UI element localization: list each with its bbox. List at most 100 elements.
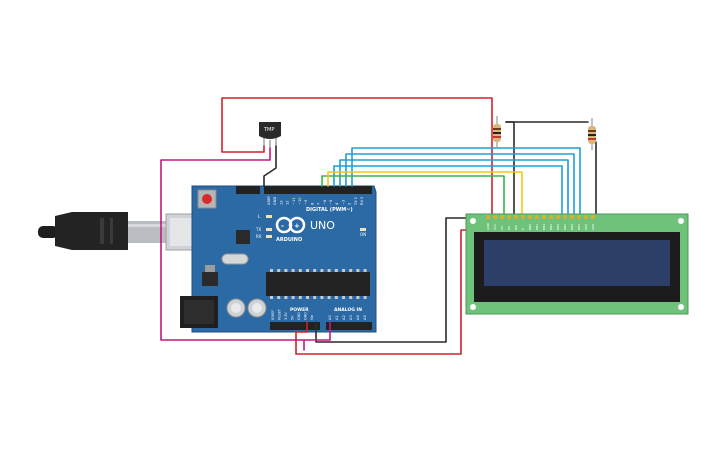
usb-cable[interactable]	[38, 212, 207, 251]
wire-red[interactable]	[221, 97, 493, 217]
lcd-pin[interactable]	[563, 215, 567, 219]
lcd-pin[interactable]	[486, 215, 490, 219]
lcd-pin[interactable]	[507, 215, 511, 219]
wire-black[interactable]	[505, 121, 515, 217]
wire-magenta[interactable]	[160, 147, 305, 341]
lcd-screen	[484, 240, 670, 286]
lcd-pin[interactable]	[528, 215, 532, 219]
lcd-pin[interactable]	[514, 215, 518, 219]
lcd-pin[interactable]	[570, 215, 574, 219]
resistor[interactable]	[588, 118, 596, 150]
analog-header[interactable]	[326, 322, 372, 330]
lcd-pin[interactable]	[521, 215, 525, 219]
chip-pin	[270, 269, 273, 272]
wire-magenta[interactable]	[303, 321, 331, 351]
digital-pin-label: ~10	[298, 197, 302, 205]
lcd-pin[interactable]	[535, 215, 539, 219]
chip-pin	[313, 296, 317, 299]
crystal	[221, 253, 249, 265]
chip-pin	[284, 296, 288, 299]
chip-pin	[363, 269, 367, 272]
digital-pin-label: 13	[279, 200, 283, 205]
chip-pin	[342, 269, 345, 272]
lcd-pin[interactable]	[577, 215, 581, 219]
digital-pin-label: TX 1	[354, 197, 358, 206]
chip-pin	[320, 269, 324, 272]
wire-blue[interactable]	[351, 147, 581, 217]
lcd-pin[interactable]	[549, 215, 553, 219]
analog-pin-label: A3	[349, 315, 353, 320]
digital-pin-label: ~3	[341, 200, 345, 205]
led-on-label: ON	[360, 232, 366, 237]
lcd-pin-label: RW	[514, 225, 518, 230]
lcd-pin-label: DB7	[577, 224, 581, 230]
wire-green[interactable]	[321, 175, 505, 217]
chip-pin	[334, 269, 338, 272]
lcd-pin[interactable]	[556, 215, 560, 219]
chip-pin	[277, 296, 281, 299]
digital-pin-label: RX 0	[360, 196, 364, 205]
analog-pin-label: A2	[342, 315, 346, 320]
lcd-pin-label: DB4	[556, 224, 560, 230]
lcd-pin[interactable]	[500, 215, 504, 219]
analog-pin-label: A1	[335, 315, 339, 320]
chip-pin	[349, 296, 353, 299]
lcd-pin-label: DB0	[528, 224, 532, 230]
digital-pin-label: AREF	[267, 196, 271, 205]
chip-pin	[313, 269, 317, 272]
digital-pin-label: 7	[317, 203, 321, 205]
chip-pin	[291, 296, 295, 299]
resistor[interactable]	[493, 116, 501, 148]
chip-pin	[327, 296, 331, 299]
wire-blue[interactable]	[345, 153, 575, 217]
lcd-pin[interactable]	[493, 215, 497, 219]
lcd-pin-label: GND	[486, 222, 490, 230]
digital-label: DIGITAL (PWM~)	[306, 207, 353, 213]
chip-pin	[298, 269, 302, 272]
wire-yellow[interactable]	[327, 171, 523, 217]
power-pin-label: 3.3V	[284, 312, 288, 320]
chip-pin	[342, 296, 345, 299]
digital-header[interactable]	[264, 186, 372, 194]
power-pin-label: 5V	[291, 315, 295, 320]
sensor-label: TMP	[263, 127, 274, 133]
digital-pin-label: 8	[310, 202, 314, 205]
chip-pin	[284, 269, 288, 272]
svg-text:+: +	[294, 222, 300, 230]
analog-pin-label: A5	[363, 315, 367, 320]
lcd-pin[interactable]	[584, 215, 588, 219]
temperature-sensor[interactable]: TMP	[259, 122, 281, 148]
analog-pin-label: A0	[328, 315, 332, 320]
chip-pin	[363, 296, 367, 299]
lcd-pin-label: RS	[507, 226, 511, 230]
voltage-regulator	[202, 272, 218, 286]
lcd-pin-label: LED	[591, 223, 595, 230]
svg-text:-: -	[281, 222, 284, 230]
led-rx-label: RX	[256, 234, 262, 239]
wire-black[interactable]	[263, 145, 277, 187]
arduino-model: UNO	[310, 219, 335, 232]
led-l-label: L	[258, 214, 261, 219]
arduino-brand: ARDUINO	[276, 237, 302, 243]
lcd-pin[interactable]	[591, 215, 595, 219]
chip-pin	[277, 269, 281, 272]
chip-pin	[349, 269, 353, 272]
digital-pin-label: 12	[286, 200, 290, 205]
wire-black[interactable]	[315, 217, 488, 343]
chip-pin	[320, 296, 324, 299]
chip-pin	[270, 296, 273, 299]
lcd-pin[interactable]	[542, 215, 546, 219]
lcd-pin-label: DB3	[549, 224, 553, 230]
power-pin-label: Vin	[310, 315, 314, 320]
lcd-pin-label: LED	[584, 223, 588, 230]
lcd-pin-label: DB5	[563, 224, 567, 230]
wire-blue[interactable]	[339, 159, 569, 217]
power-header[interactable]	[270, 322, 320, 330]
